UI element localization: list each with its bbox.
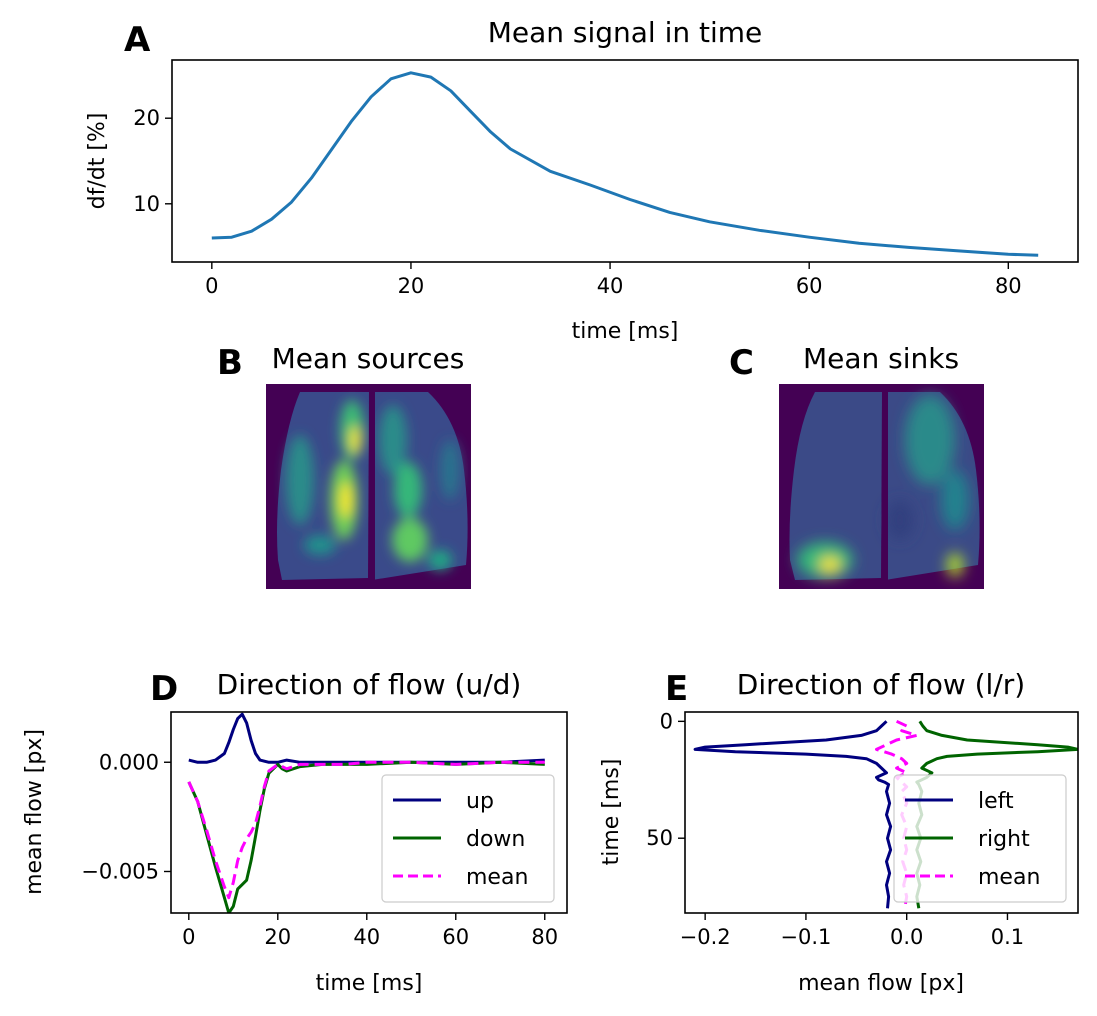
legend-label-mean-e: mean: [978, 865, 1040, 890]
chart-title-b: Mean sources: [272, 342, 465, 375]
axes-frame-a: [171, 59, 1079, 263]
axes-frame-d: [170, 711, 568, 914]
panel-d: D Direction of flow (u/d) 0 20 40 60 80 0.000…: [22, 668, 568, 996]
series-group-d: [187, 712, 545, 913]
x-tick-label: 0.0: [890, 925, 923, 949]
x-axis-label-a: time [ms]: [572, 319, 679, 344]
y-axis-label-a: df/dt [%]: [85, 113, 110, 210]
panel-a: A Mean signal in time 0 20 40 60 80 10 20 time…: [85, 16, 1079, 344]
plot-area-e: −0.2 −0.1 0.0 0.1 0 50 left right mean: [646, 709, 1079, 949]
plot-area-a: 0 20 40 60 80 10 20: [133, 59, 1079, 298]
x-tick-label: −0.1: [780, 925, 831, 949]
x-tick-label: 20: [398, 274, 425, 298]
x-axis-label-e: mean flow [px]: [798, 971, 964, 996]
chart-title-e: Direction of flow (l/r): [737, 668, 1025, 701]
chart-title-d: Direction of flow (u/d): [217, 668, 522, 701]
x-tick-label: 20: [264, 925, 291, 949]
y-tick-label: −0.005: [81, 859, 159, 883]
legend-label-right: right: [978, 827, 1030, 852]
ticks-e: −0.2 −0.1 0.0 0.1 0 50: [646, 709, 1024, 949]
panel-letter-e: E: [665, 669, 688, 709]
x-tick-label: 0: [182, 925, 195, 949]
y-tick-label: 10: [133, 192, 160, 216]
legend-e: left right mean: [893, 774, 1067, 903]
x-tick-label: −0.2: [680, 925, 731, 949]
series-line-e-mean: [875, 719, 919, 909]
series-group-a: [211, 71, 1039, 257]
y-axis-label-d: mean flow [px]: [22, 729, 47, 895]
legend-label-up: up: [466, 789, 494, 814]
x-tick-label: 60: [796, 274, 823, 298]
panel-c: C Mean sinks: [729, 342, 984, 589]
series-line-a-0: [211, 71, 1039, 257]
x-axis-label-d: time [ms]: [316, 971, 423, 996]
legend-label-down: down: [466, 827, 525, 852]
chart-title-c: Mean sinks: [803, 342, 959, 375]
panel-letter-d: D: [150, 669, 178, 709]
x-tick-label: 0: [205, 274, 218, 298]
x-tick-label: 80: [531, 925, 558, 949]
x-tick-label: 40: [597, 274, 624, 298]
panel-e: E Direction of flow (l/r) −0.2 −0.1 0.0 0.1…: [599, 668, 1079, 996]
panel-letter-b: B: [217, 343, 243, 383]
chart-title-a: Mean signal in time: [488, 16, 763, 49]
axes-frame-e: [684, 711, 1079, 914]
y-tick-label: 20: [133, 106, 160, 130]
legend-box-d: [381, 774, 555, 903]
ticks-d: 0 20 40 60 80 0.000 −0.005: [81, 750, 558, 949]
y-tick-label: 0.000: [99, 750, 159, 774]
legend-box-e: [893, 774, 1067, 903]
panel-letter-c: C: [729, 343, 754, 383]
heatmap-sinks: [779, 384, 984, 589]
ticks-a: 0 20 40 60 80 10 20: [133, 106, 1021, 298]
y-tick-label: 50: [646, 826, 673, 850]
heatmap-sources: [266, 384, 471, 589]
legend-label-mean-d: mean: [466, 865, 528, 890]
x-tick-label: 0.1: [991, 925, 1024, 949]
plot-area-d: 0 20 40 60 80 0.000 −0.005 up down mean: [81, 711, 568, 949]
series-line-e-left: [693, 720, 893, 909]
series-line-d-mean: [187, 760, 545, 900]
panel-letter-a: A: [124, 20, 151, 60]
y-tick-label: 0: [660, 709, 673, 733]
y-axis-label-e: time [ms]: [599, 759, 624, 866]
series-line-d-up: [188, 712, 545, 764]
x-tick-label: 60: [442, 925, 469, 949]
legend-label-left: left: [978, 789, 1014, 814]
panel-b: B Mean sources: [217, 342, 471, 589]
x-tick-label: 80: [995, 274, 1022, 298]
x-tick-label: 40: [353, 925, 380, 949]
legend-d: up down mean: [381, 774, 555, 903]
